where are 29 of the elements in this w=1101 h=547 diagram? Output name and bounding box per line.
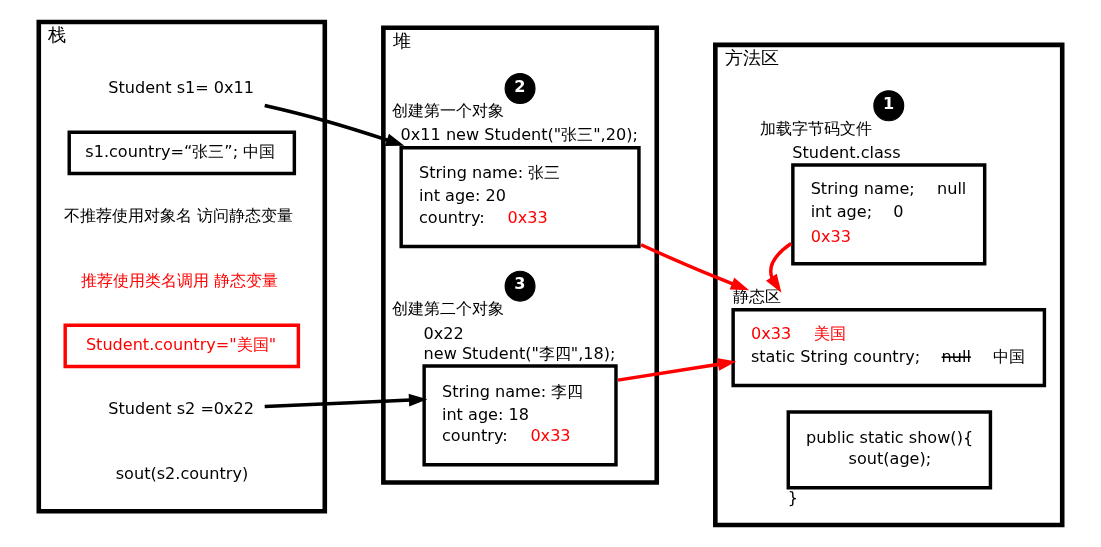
node-box: String name; null int age; 0 0x33 <box>791 163 987 266</box>
node-label: } <box>787 488 798 508</box>
node-label: 创建第二个对象 <box>391 298 504 318</box>
node-box: public static show(){ sout(age); <box>786 410 993 490</box>
arrow <box>617 358 737 382</box>
arrow <box>765 242 793 293</box>
node-box: 0x33 美国 static String country; null 中国 <box>731 307 1047 388</box>
node-circle: 1 <box>873 90 905 122</box>
arrow <box>264 393 428 409</box>
node-circle: 2 <box>504 73 536 105</box>
node-label: Student.class <box>792 142 901 162</box>
label: sout(s2.country) <box>115 463 249 483</box>
node-label: 创建第一个对象 <box>391 101 504 121</box>
arrow <box>640 243 750 291</box>
node-text: Student s1= 0x11 <box>108 77 255 97</box>
node-box: Student.country="美国" <box>63 323 301 369</box>
node-label: new Student("李四",18); <box>423 343 616 363</box>
label: 不推荐使用对象名 访问静态变量 <box>64 206 294 226</box>
node-text: Student s2 =0x22 <box>108 399 255 419</box>
label: 推荐使用类名调用 静态变量 <box>80 270 278 290</box>
node-box: s1.country=“张三”; 中国 <box>67 130 297 176</box>
node-label: 加载字节码文件 <box>760 118 873 138</box>
node-label: 0x22 <box>423 324 464 344</box>
node-box: String name: 李四 int age: 18 country: 0x33 <box>422 364 618 467</box>
node-circle: 3 <box>504 270 536 302</box>
node-label: 0x11 new Student("张三",20); <box>400 125 638 145</box>
node-label: 静态区 <box>732 287 781 307</box>
node-box: String name: 张三 int age: 20 country: 0x33 <box>399 146 641 249</box>
arrow <box>264 103 405 147</box>
